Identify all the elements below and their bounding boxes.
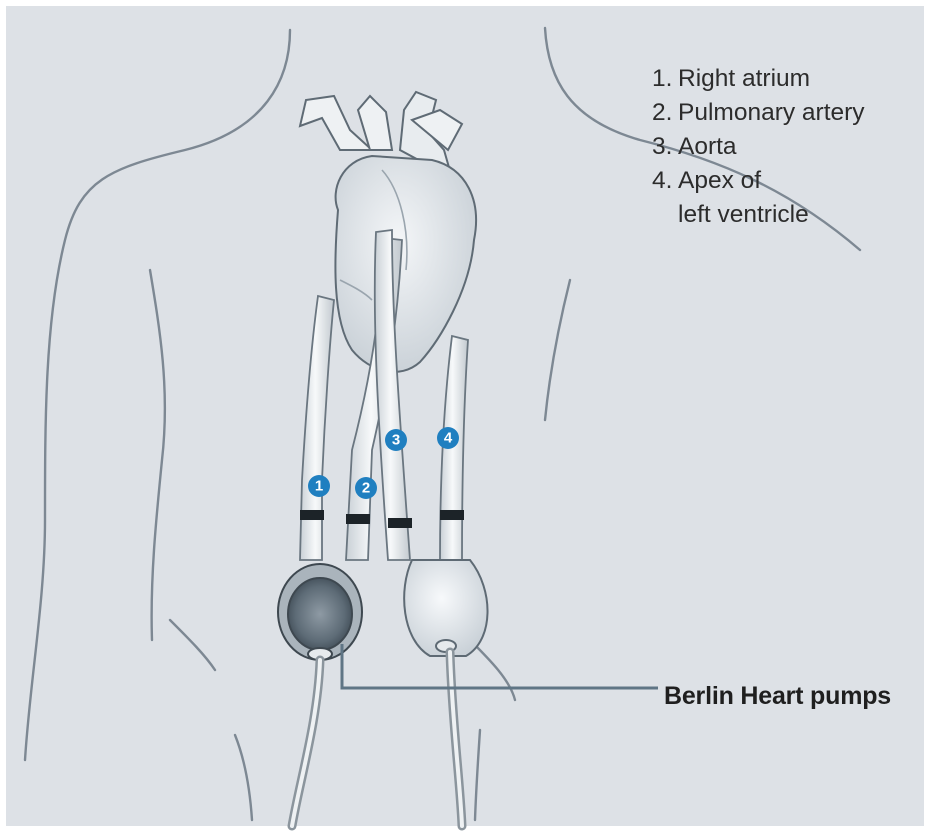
badge-2: 2 xyxy=(355,477,377,499)
legend-item-right-atrium: 1. Right atrium xyxy=(652,62,865,96)
badge-3: 3 xyxy=(385,429,407,451)
svg-text:3: 3 xyxy=(392,432,400,449)
legend-list: 1. Right atrium 2. Pulmonary artery 3. A… xyxy=(652,62,865,232)
legend-label: Apex of xyxy=(678,164,809,198)
legend-number: 2. xyxy=(652,96,678,130)
legend-number: 4. xyxy=(652,164,678,232)
legend-item-aorta: 3. Aorta xyxy=(652,130,865,164)
legend-label: Right atrium xyxy=(678,62,810,96)
pump-left xyxy=(278,564,362,660)
legend-item-apex: 4. Apex of left ventricle xyxy=(652,164,865,232)
legend-item-pulmonary-artery: 2. Pulmonary artery xyxy=(652,96,865,130)
svg-text:2: 2 xyxy=(362,480,370,497)
badge-4: 4 xyxy=(437,427,459,449)
pump-right xyxy=(404,560,487,656)
svg-text:1: 1 xyxy=(315,478,323,495)
legend-label-group: Apex of left ventricle xyxy=(678,164,809,232)
legend-number: 3. xyxy=(652,130,678,164)
legend-number: 1. xyxy=(652,62,678,96)
svg-text:4: 4 xyxy=(444,430,453,447)
badge-1: 1 xyxy=(308,475,330,497)
legend-label-continued: left ventricle xyxy=(678,198,809,232)
legend-label: Pulmonary artery xyxy=(678,96,865,130)
pump-label: Berlin Heart pumps xyxy=(664,682,891,711)
legend-label: Aorta xyxy=(678,130,737,164)
